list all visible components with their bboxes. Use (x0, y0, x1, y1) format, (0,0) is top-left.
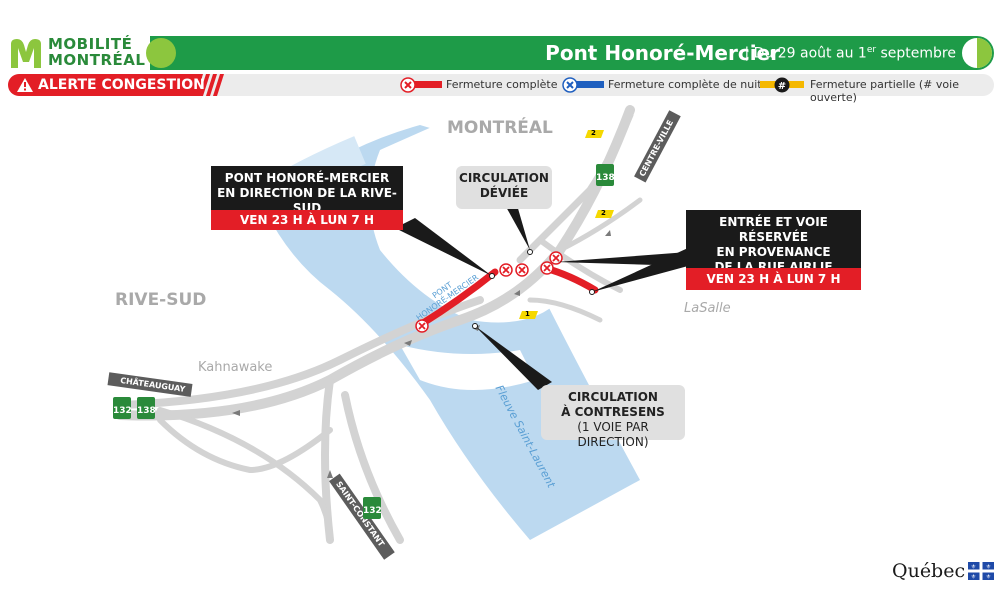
callout-detour: CIRCULATION DÉVIÉE (456, 166, 552, 209)
route-shield-138-top: 138 (596, 164, 615, 186)
x-circle-night-icon (562, 77, 578, 93)
svg-text:⚜: ⚜ (971, 564, 976, 571)
route-shield-138-left: 138 (137, 397, 156, 419)
lane-badge-top: 2 (591, 129, 596, 137)
x-circle-icon-overlay (400, 77, 416, 93)
title-bar (150, 36, 994, 70)
alert-badge (8, 74, 202, 96)
logo-wordmark: MOBILITÉ MONTRÉAL (48, 36, 145, 68)
date-prefix: | Du 29 août au 1 (744, 45, 867, 62)
callout-contraflow-line-3: (1 VOIE PAR DIRECTION) (577, 420, 649, 449)
region-rive-sud: RIVE-SUD (115, 290, 207, 310)
logo-line-2: MONTRÉAL (48, 51, 146, 69)
alert-label: ALERTE CONGESTION (38, 77, 205, 93)
legend-swatch-blue (572, 81, 604, 88)
legend-partial-closure: Fermeture partielle (# voie ouverte) (810, 78, 959, 104)
callout-airlie-line-2: EN PROVENANCE (716, 245, 831, 259)
callout-contraflow: CIRCULATION À CONTRESENS (1 VOIE PAR DIR… (541, 385, 685, 449)
logo-line-1: MOBILITÉ (48, 35, 133, 53)
callout-contraflow-line-1: CIRCULATION (568, 390, 658, 404)
page-title: Pont Honoré-Mercier (545, 41, 780, 65)
callout-pointers (395, 205, 688, 390)
quebec-wordmark: Québec (892, 560, 966, 582)
callout-airlie-title: ENTRÉE ET VOIE RÉSERVÉE EN PROVENANCE DE… (686, 210, 861, 274)
callout-bridge-time: VEN 23 H À LUN 7 H (211, 210, 403, 230)
callout-contraflow-line-2: À CONTRESENS (561, 405, 665, 419)
lane-badges (519, 130, 614, 319)
quebec-flag-icon: ⚜ ⚜ ⚜ ⚜ (968, 562, 994, 580)
route-shield-132-bottom: 132 (363, 497, 382, 519)
pointer-dots (472, 249, 595, 329)
callout-airlie-line-1: ENTRÉE ET VOIE RÉSERVÉE (719, 215, 828, 244)
mobilite-montreal-logo-icon (11, 39, 41, 68)
lane-badge-bottom: 1 (525, 310, 530, 318)
half-circle-icon (962, 38, 992, 68)
island-lower-land (400, 345, 535, 390)
legend-night-closure: Fermeture complète de nuit (608, 78, 762, 91)
hash-circle-icon: # (774, 77, 790, 93)
region-montreal: MONTRÉAL (447, 118, 553, 138)
svg-text:#: # (778, 81, 786, 92)
date-suffix: septembre (876, 45, 957, 62)
legend-full-closure: Fermeture complète (446, 78, 558, 91)
city-kahnawake: Kahnawake (198, 360, 273, 375)
legend-swatch-yellow-right (790, 81, 804, 88)
date-range: | Du 29 août au 1er septembre (745, 45, 957, 62)
legend-swatch-red (410, 81, 442, 88)
city-lasalle: LaSalle (684, 301, 731, 316)
callout-bridge-line-1: PONT HONORÉ-MERCIER (224, 171, 390, 185)
stripes-decoration (196, 74, 224, 96)
svg-text:⚜: ⚜ (986, 564, 991, 571)
route-shield-132-left: 132 (113, 397, 132, 419)
callout-detour-line-2: DÉVIÉE (479, 186, 529, 200)
callout-airlie-time: VEN 23 H À LUN 7 H (686, 268, 861, 290)
svg-text:⚜: ⚜ (986, 574, 991, 581)
highways (115, 105, 643, 544)
svg-text:⚜: ⚜ (971, 574, 976, 581)
callout-bridge-title: PONT HONORÉ-MERCIER EN DIRECTION DE LA R… (211, 166, 403, 215)
lane-badge-middle: 2 (601, 209, 606, 217)
callout-detour-line-1: CIRCULATION (459, 171, 549, 185)
warning-icon (17, 78, 33, 92)
alert-bar (8, 74, 994, 96)
closure-markers (415, 251, 563, 333)
header-circle-accent (146, 38, 176, 68)
date-ordinal: er (866, 45, 877, 55)
bridge-closure-line (416, 268, 499, 329)
